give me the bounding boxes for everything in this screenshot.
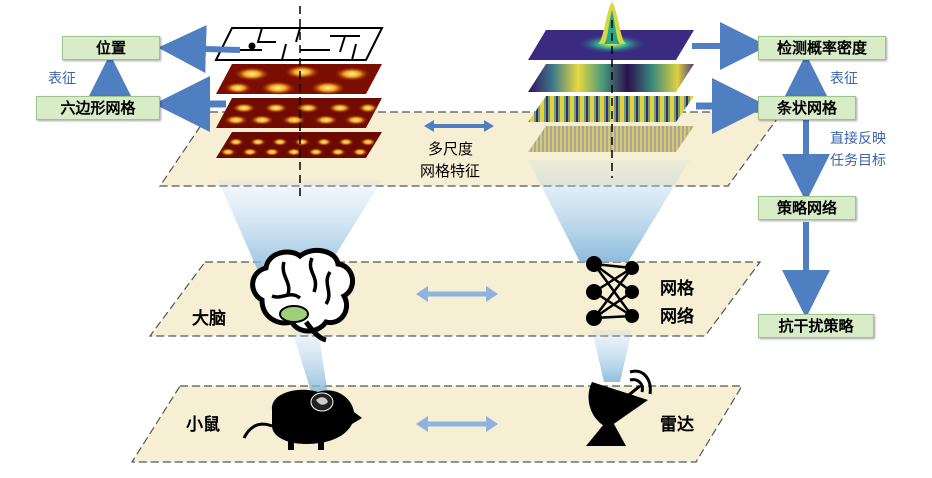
- maze-map: [214, 27, 384, 61]
- mouse-label: 小鼠: [186, 415, 220, 435]
- position-label: 位置: [95, 39, 126, 57]
- hex-grid-label: 六边形网格: [60, 99, 136, 117]
- arrow-to-position: [158, 25, 241, 74]
- hex-grid-box: 六边形网格: [36, 96, 160, 120]
- brain-label: 大脑: [192, 309, 226, 329]
- double-arrow-bottom: [416, 416, 498, 432]
- position-box: 位置: [62, 36, 160, 60]
- anti-jamming-box: 抗干扰策略: [758, 314, 874, 338]
- beam-right-upper: [528, 160, 690, 262]
- stripe-grid-label: 条状网格: [776, 99, 837, 117]
- beam-left-lower: [292, 330, 328, 395]
- beam-right-lower: [592, 330, 632, 382]
- detection-density-label: 检测概率密度: [776, 39, 867, 57]
- neural-network-icon: [586, 256, 639, 326]
- hex-layer-2: [224, 103, 378, 125]
- double-arrow-middle: [416, 286, 498, 302]
- radar-icon: [586, 369, 652, 446]
- grid-network-label-1: 网格: [660, 279, 694, 299]
- stripe-grid-stack: [528, 2, 694, 178]
- anti-jamming-label: 抗干扰策略: [778, 317, 854, 335]
- stripe-layer-2: [528, 96, 694, 122]
- mouse-icon: [242, 389, 362, 450]
- represent-label-right: 表征: [830, 71, 858, 87]
- cerebellum-highlight: [279, 305, 309, 323]
- task-goal-label: 任务目标: [830, 153, 886, 169]
- multiscale-label-1: 多尺度: [428, 140, 474, 158]
- direct-reflect-label: 直接反映: [830, 131, 886, 147]
- grid-network-label-2: 网络: [660, 307, 694, 327]
- hex-grid-stack: [214, 6, 384, 196]
- stripe-grid-box: 条状网格: [758, 96, 856, 120]
- hex-layer-3: [220, 138, 376, 156]
- double-arrow-top: [424, 120, 494, 132]
- beam-left-upper: [218, 180, 382, 280]
- hex-layer-1: [224, 65, 370, 95]
- represent-label-left: 表征: [48, 71, 76, 87]
- policy-network-label: 策略网络: [776, 199, 837, 217]
- brain-icon: [250, 247, 355, 343]
- detection-density-box: 检测概率密度: [758, 36, 886, 60]
- policy-network-box: 策略网络: [758, 196, 856, 220]
- position-dot: [248, 42, 256, 50]
- multiscale-label-2: 网格特征: [420, 162, 481, 180]
- radar-label: 雷达: [660, 415, 694, 435]
- stripe-layer-1: [528, 64, 694, 92]
